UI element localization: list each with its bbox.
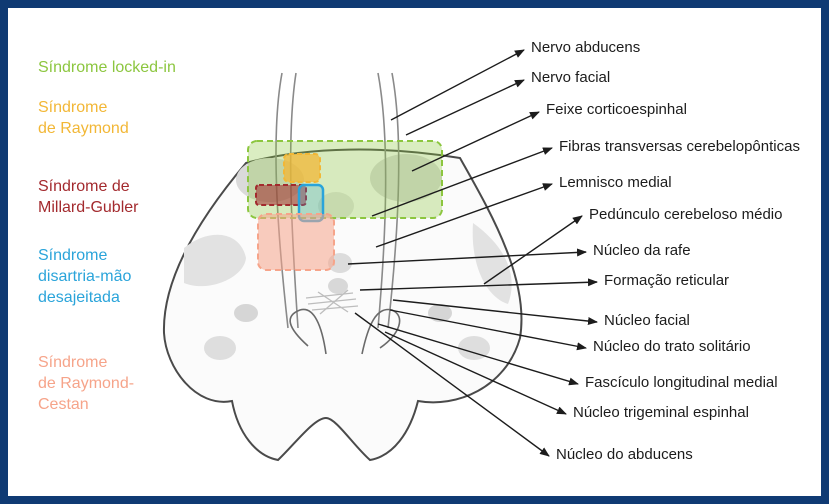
label-nucleo-do-abducens: Núcleo do abducens: [556, 446, 693, 464]
region-locked-in: [248, 141, 442, 218]
label-nucleo-do-trato-solitario: Núcleo do trato solitário: [593, 338, 751, 356]
pons-diagram: [8, 8, 821, 496]
label-nucleo-da-rafe: Núcleo da rafe: [593, 242, 691, 260]
label-nucleo-facial: Núcleo facial: [604, 312, 690, 330]
label-lemnisco-medial: Lemnisco medial: [559, 174, 672, 192]
raphe-nucleus-shape: [328, 278, 348, 294]
label-fasciculo-longitudinal-medial: Fascículo longitudinal medial: [585, 374, 778, 392]
label-feixe-corticoespinhal: Feixe corticoespinhal: [546, 101, 687, 119]
label-nervo-abducens: Nervo abducens: [531, 39, 640, 57]
label-nucleo-trigeminal-espinhal: Núcleo trigeminal espinhal: [573, 404, 749, 422]
label-formacao-reticular: Formação reticular: [604, 272, 729, 290]
facial-nucleus-left-shape: [234, 304, 258, 322]
label-fibras-transversas-cerebelopônticas: Fibras transversas cerebelopônticas: [559, 138, 800, 156]
region-raymond: [284, 154, 320, 182]
figure-panel: Síndrome locked-in Síndrome de Raymond S…: [6, 6, 823, 498]
arrow-nervo-abducens: [391, 50, 524, 120]
spinal-trigeminal-left-shape: [204, 336, 236, 360]
label-pedunculo-cerebeloso-medio: Pedúnculo cerebeloso médio: [589, 206, 782, 224]
label-nervo-facial: Nervo facial: [531, 69, 610, 87]
region-raymond-cestan: [258, 214, 334, 270]
